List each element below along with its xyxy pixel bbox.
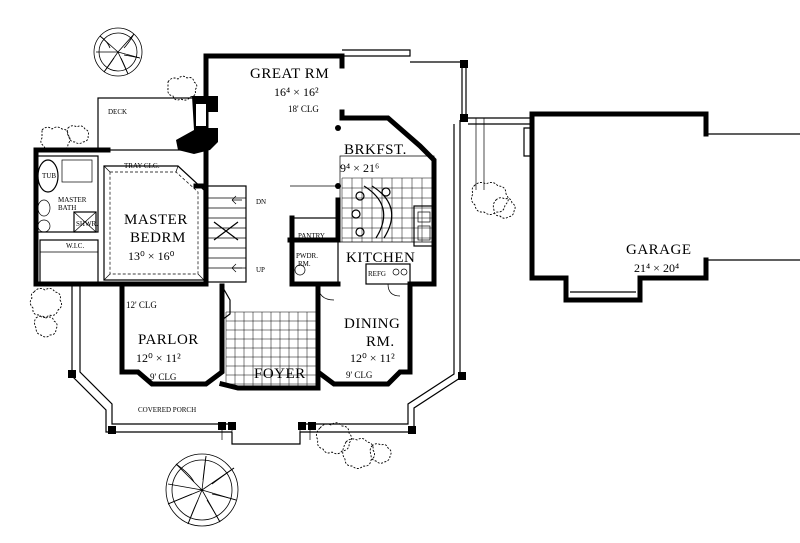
sink-icon: [37, 199, 51, 217]
breakfast-dimensions: 9⁴ × 21⁶: [340, 161, 379, 175]
master-bath: [35, 155, 99, 285]
dining-room-label-line2: RM.: [366, 334, 395, 350]
foyer-tile: [225, 311, 317, 386]
powder-room-label-line2: RM.: [298, 260, 311, 268]
great-room-ceiling: 18' CLG: [288, 104, 319, 114]
garage-label: GARAGE: [626, 242, 692, 258]
parlor-ceiling: 9' CLG: [150, 372, 177, 382]
tray-ceiling-label: TRAY CLG.: [124, 162, 160, 170]
pantry-powder: [291, 217, 339, 285]
master-tray: [103, 165, 205, 281]
foyer-label: FOYER: [254, 366, 306, 382]
deck-label: DECK: [108, 108, 127, 116]
shower-label: SHWR.: [76, 220, 98, 228]
pantry-label: PANTRY: [298, 232, 325, 240]
parlor-label: PARLOR: [138, 332, 199, 348]
great-room-dimensions: 16⁴ × 16²: [274, 85, 319, 99]
tree-top-left: [93, 27, 143, 77]
breakfast-label: BRKFST.: [344, 142, 407, 158]
stairs: DN UP: [205, 185, 266, 321]
tub-icon: [37, 159, 59, 193]
master-bath-label-line2: BATH: [58, 204, 76, 212]
great-room-label: GREAT RM: [250, 66, 329, 82]
master-bedroom-label-line2: BEDRM: [130, 230, 186, 246]
dn-label: DN: [256, 198, 266, 206]
walk-in-closet-label: W.I.C.: [66, 242, 84, 250]
dining-room-label-line1: DINING: [344, 316, 400, 332]
master-bedroom-label-line1: MASTER: [124, 212, 188, 228]
tub-label: TUB: [42, 172, 56, 180]
kitchen-label: KITCHEN: [346, 250, 415, 266]
garage: [523, 111, 800, 303]
master-bedroom-ceiling: 12' CLG: [126, 300, 157, 310]
covered-porch-label: COVERED PORCH: [138, 406, 196, 414]
master-bath-label-line1: MASTER: [58, 196, 87, 204]
parlor-dimensions: 12⁰ × 11²: [136, 351, 181, 365]
master-bedroom-dimensions: 13⁰ × 16⁰: [128, 249, 175, 263]
dining-room-dimensions: 12⁰ × 11²: [350, 351, 395, 365]
dining-room-ceiling: 9' CLG: [346, 370, 373, 380]
fireplace: [176, 96, 218, 154]
great-room-windows: [342, 49, 468, 122]
breezeway: [468, 117, 532, 190]
covered-porch: COVERED PORCH: [68, 120, 466, 445]
garage-dimensions: 21⁴ × 20⁴: [634, 261, 679, 275]
refrigerator-label: REFG: [368, 270, 386, 278]
tree-bottom: [165, 453, 239, 527]
door-swings: [290, 185, 401, 301]
powder-room-label-line1: PWDR.: [296, 252, 318, 260]
shrubs: [29, 75, 516, 469]
up-label: UP: [256, 266, 265, 274]
